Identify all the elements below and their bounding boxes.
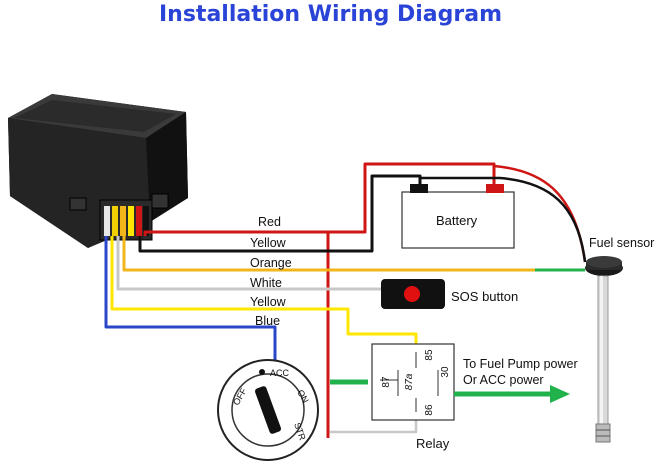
fuel-pump-arrow — [454, 385, 570, 403]
orange-wire — [122, 236, 535, 272]
relay-pin-30: 30 — [440, 366, 451, 378]
relay-pin-87a: 87a — [404, 373, 415, 390]
red-wire — [143, 162, 496, 236]
orange-wire-label: Orange — [250, 256, 292, 270]
blue-wire — [104, 236, 277, 370]
fuel-pump-label-line1: To Fuel Pump power — [463, 357, 578, 371]
white-wire — [116, 236, 384, 291]
ignition-acc-label: ACC — [270, 368, 290, 378]
yellow-wire-relay — [110, 236, 418, 353]
relay-pin-86: 86 — [424, 404, 435, 416]
sos-button-label: SOS button — [451, 289, 519, 304]
relay-pin-87: 87 — [381, 376, 392, 388]
sos-button — [381, 279, 445, 309]
fuel-sensor-label: Fuel sensor — [589, 236, 655, 250]
relay-pin-85: 85 — [424, 349, 435, 361]
white-wire-label: White — [250, 276, 282, 290]
red-wire-label: Red — [258, 215, 281, 229]
yellow-wire-label-bottom: Yellow — [250, 295, 286, 309]
diagram-title: Installation Wiring Diagram — [158, 2, 502, 27]
battery-label: Battery — [436, 213, 478, 228]
battery — [401, 184, 515, 249]
relay-label: Relay — [416, 436, 450, 451]
fuel-sensor — [585, 256, 623, 443]
relay — [371, 343, 455, 421]
ignition-switch — [217, 359, 319, 461]
black-wire-to-sensor — [420, 176, 587, 263]
gps-tracker-device — [8, 94, 188, 248]
yellow-wire-label-top: Yellow — [250, 236, 286, 250]
fuel-pump-label-line2: Or ACC power — [463, 373, 544, 387]
blue-wire-label: Blue — [255, 314, 281, 328]
wire-harness — [104, 162, 587, 438]
